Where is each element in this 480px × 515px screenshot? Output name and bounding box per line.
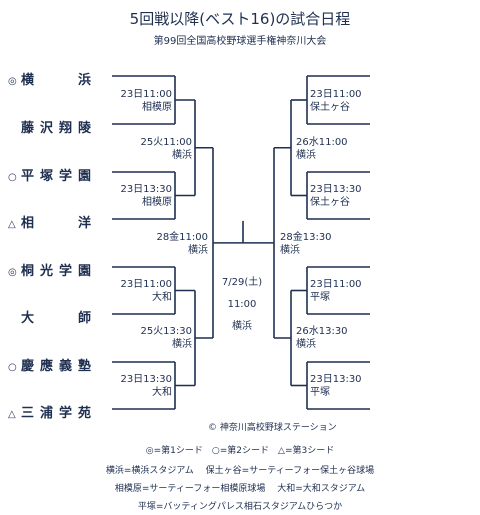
match-venue: 大和 [152, 292, 172, 303]
match-venue: 相模原 [142, 197, 172, 208]
match-date: 26水11:00 [296, 137, 348, 148]
legend-venues-1: 横浜=横浜スタジアム 保土ヶ谷=サーティーフォー保土ヶ谷球場 [105, 466, 375, 476]
team-name: 大師 [21, 311, 91, 326]
match-date: 28金11:00 [156, 232, 208, 243]
seed-mark: ◎ [8, 267, 17, 278]
match-date: 25火13:30 [140, 326, 192, 337]
right-qf-match-1: 26水11:00 横浜 [296, 136, 348, 162]
team-8: △ 三浦学苑 [8, 402, 91, 421]
team-name: 三浦学苑 [21, 406, 91, 421]
team-4: △ 相洋 [8, 212, 91, 231]
page-title: 5回戦以降(ベスト16)の試合日程 [129, 10, 351, 28]
seed-mark: ○ [8, 362, 17, 373]
match-venue: 平塚 [310, 387, 330, 398]
match-venue: 相模原 [142, 102, 172, 113]
match-date: 28金13:30 [280, 232, 332, 243]
right-qf-match-2: 26水13:30 横浜 [296, 325, 348, 351]
match-venue: 横浜 [172, 150, 192, 161]
legend-venues-2: 相模原=サーティーフォー相模原球場 大和=大和スタジアム [114, 484, 366, 494]
match-venue: 横浜 [172, 339, 192, 350]
seed-mark: △ [8, 409, 16, 420]
team-name: 桐光学園 [21, 264, 91, 279]
team-name: 横浜 [21, 73, 91, 88]
left-qf-match-1: 25火11:00 横浜 [120, 136, 192, 162]
right-r5-match-2: 23日13:30 保土ヶ谷 [310, 183, 362, 209]
legend-seeds: ◎=第1シード ○=第2シード △=第3シード [145, 446, 335, 456]
left-r5-match-1: 23日11:00 相模原 [100, 88, 172, 114]
match-date: 23日11:00 [310, 89, 362, 100]
match-venue: 横浜 [296, 150, 316, 161]
match-venue: 横浜 [296, 339, 316, 350]
final-venue: 横浜 [232, 321, 252, 332]
left-r5-match-3: 23日11:00 大和 [100, 278, 172, 304]
match-date: 23日11:00 [120, 279, 172, 290]
team-2: 藤沢翔陵 [8, 117, 91, 136]
final-date: 7/29(土) [221, 277, 263, 288]
left-r5-match-4: 23日13:30 大和 [100, 373, 172, 399]
team-name: 相洋 [21, 216, 91, 231]
team-name: 藤沢翔陵 [21, 121, 91, 136]
team-7: ○ 慶應義塾 [8, 355, 91, 374]
team-3: ○ 平塚学園 [8, 165, 91, 184]
match-date: 23日13:30 [310, 374, 362, 385]
legend-venues-3: 平塚=バッティングパレス相石スタジアムひらつか [137, 502, 343, 512]
match-date: 23日11:00 [120, 89, 172, 100]
team-name: 平塚学園 [21, 169, 91, 184]
match-venue: 横浜 [280, 245, 300, 256]
right-sf-match: 28金13:30 横浜 [280, 231, 332, 257]
left-r5-match-2: 23日13:30 相模原 [100, 183, 172, 209]
final-time: 11:00 [227, 299, 257, 310]
match-venue: 保土ヶ谷 [310, 197, 350, 208]
seed-mark: △ [8, 219, 16, 230]
match-venue: 横浜 [188, 245, 208, 256]
team-name: 慶應義塾 [21, 359, 91, 374]
match-date: 23日11:00 [310, 279, 362, 290]
match-venue: 大和 [152, 387, 172, 398]
team-5: ◎ 桐光学園 [8, 260, 91, 279]
match-date: 23日13:30 [120, 374, 172, 385]
match-venue: 平塚 [310, 292, 330, 303]
match-date: 23日13:30 [120, 184, 172, 195]
right-r5-match-1: 23日11:00 保土ヶ谷 [310, 88, 362, 114]
left-qf-match-2: 25火13:30 横浜 [120, 325, 192, 351]
final-match: 7/29(土) 11:00 横浜 [212, 272, 272, 338]
match-date: 26水13:30 [296, 326, 348, 337]
seed-mark: ○ [8, 172, 17, 183]
match-date: 23日13:30 [310, 184, 362, 195]
right-r5-match-3: 23日11:00 平塚 [310, 278, 362, 304]
right-r5-match-4: 23日13:30 平塚 [310, 373, 362, 399]
team-1: ◎ 横浜 [8, 69, 91, 88]
team-6: 大師 [8, 307, 91, 326]
match-venue: 保土ヶ谷 [310, 102, 350, 113]
left-sf-match: 28金11:00 横浜 [136, 231, 208, 257]
copyright-credit: © 神奈川高校野球ステーション [208, 423, 337, 433]
page-subtitle: 第99回全国高校野球選手権神奈川大会 [153, 36, 327, 47]
match-date: 25火11:00 [140, 137, 192, 148]
seed-mark: ◎ [8, 76, 17, 87]
